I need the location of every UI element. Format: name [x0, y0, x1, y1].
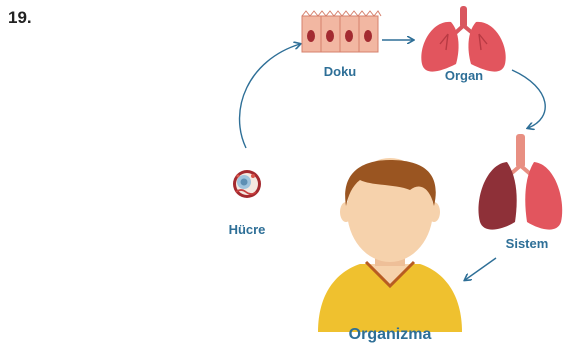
- tissue-icon: [301, 10, 382, 53]
- stage-label-organism: Organizma: [348, 326, 432, 343]
- stage-label-tissue: Doku: [323, 64, 357, 79]
- arrow-cell-to-tissue: [238, 44, 300, 149]
- stage-label-organ: Organ: [444, 68, 484, 83]
- cell-icon: [233, 170, 261, 198]
- lungs-organ-icon: [421, 6, 506, 72]
- stage-label-cell: Hücre: [228, 222, 266, 237]
- arrow-system-to-organism: [465, 257, 497, 280]
- person-icon: [318, 158, 462, 332]
- arrow-organ-to-system: [511, 69, 546, 128]
- respiratory-system-icon: [478, 134, 563, 230]
- stage-label-system: Sistem: [505, 236, 549, 251]
- question-number: 19.: [8, 8, 32, 27]
